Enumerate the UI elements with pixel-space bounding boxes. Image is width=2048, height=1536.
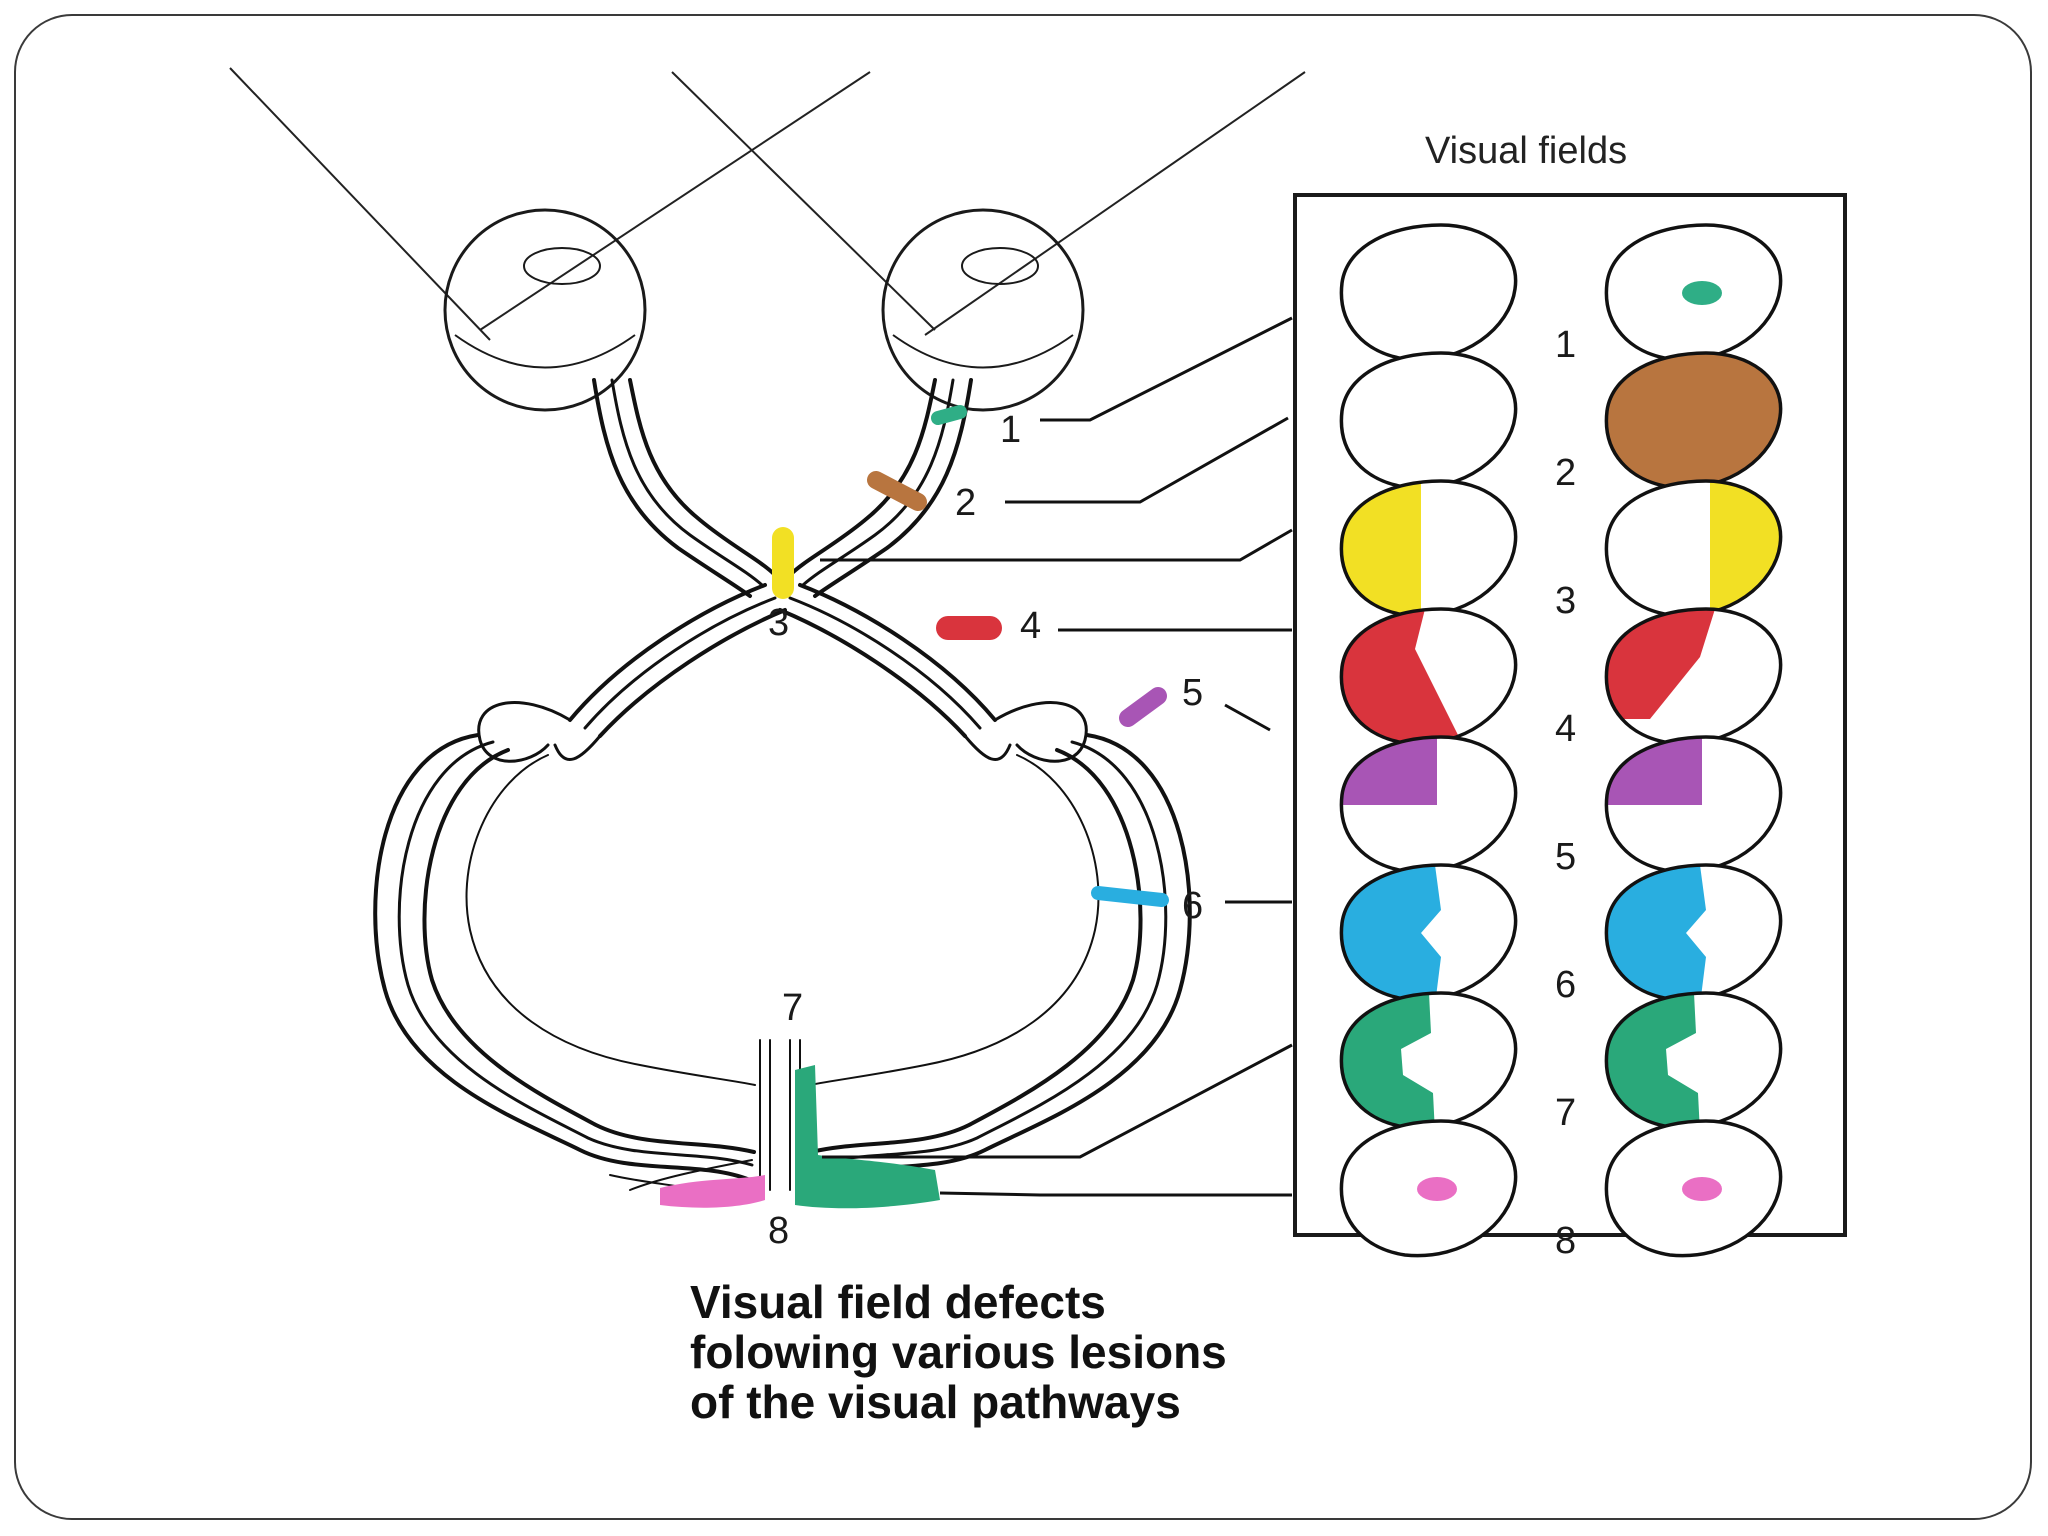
panel-title: Visual fields — [1425, 130, 1627, 172]
lesion-marker-2 — [867, 471, 927, 511]
visual-field-row-label: 7 — [1555, 1092, 1576, 1134]
visual-field-row-8: 8 — [1339, 1119, 1783, 1262]
leader-lines — [820, 316, 1293, 1197]
right-eye-field-4 — [1604, 607, 1783, 746]
visual-field-row-4: 4 — [1339, 607, 1783, 750]
lesion-label-5: 5 — [1182, 672, 1203, 714]
lesion-label-6: 6 — [1182, 885, 1203, 927]
lesion-label-7: 7 — [782, 987, 803, 1029]
field-defect — [1606, 353, 1781, 488]
field-defect — [1606, 993, 1700, 1128]
right-eye-field-6 — [1604, 863, 1783, 1002]
visual-field-row-label: 8 — [1555, 1220, 1576, 1262]
lesion-label-3: 3 — [768, 602, 789, 644]
lesion-labels: 1 2 3 4 5 6 7 8 — [768, 409, 1203, 1252]
lesion-marker-7 — [795, 1065, 940, 1209]
lesion-markers — [660, 405, 1169, 1209]
visual-field-row-label: 6 — [1555, 964, 1576, 1006]
field-defect — [1682, 281, 1722, 305]
visual-field-row-label: 4 — [1555, 708, 1576, 750]
lesion-label-2: 2 — [955, 482, 976, 524]
lesion-marker-1 — [931, 405, 967, 425]
lesion-label-8: 8 — [768, 1210, 789, 1252]
light-rays — [229, 67, 1306, 341]
field-defect — [1341, 993, 1435, 1128]
visual-field-row-label: 1 — [1555, 324, 1576, 366]
right-eye-field-7 — [1604, 991, 1783, 1130]
field-defect — [1682, 1177, 1722, 1201]
lesion-marker-5 — [1119, 687, 1167, 727]
right-eye-field-1 — [1604, 223, 1783, 362]
left-eye-field-3 — [1339, 479, 1518, 618]
field-defect — [1606, 865, 1706, 1000]
left-eye — [443, 208, 647, 412]
visual-field-rows: 1 2 3 4 5 6 7 8 — [1339, 223, 1783, 1262]
right-eye — [881, 208, 1085, 412]
right-eye-field-5 — [1604, 735, 1783, 874]
left-eye-field-7 — [1339, 991, 1518, 1130]
field-defect — [1606, 609, 1715, 719]
caption-line-3: of the visual pathways — [690, 1376, 1181, 1428]
field-defect — [1341, 609, 1465, 744]
caption-line-2: folowing various lesions — [690, 1326, 1227, 1378]
optic-pathways — [373, 378, 1192, 1191]
lesion-marker-8 — [660, 1175, 765, 1208]
field-defect — [1417, 1177, 1457, 1201]
visual-field-row-3: 3 — [1339, 479, 1783, 622]
left-eye-field-8 — [1339, 1119, 1518, 1258]
lesion-marker-6 — [1091, 886, 1169, 907]
visual-field-row-7: 7 — [1339, 991, 1783, 1134]
caption: Visual field defects folowing various le… — [690, 1276, 1227, 1428]
right-eye-field-8 — [1604, 1119, 1783, 1258]
left-eye-field-5 — [1339, 735, 1518, 874]
field-defect — [1341, 865, 1441, 1000]
lesion-label-4: 4 — [1020, 605, 1041, 647]
right-eye-field-3 — [1604, 479, 1783, 618]
visual-field-row-label: 2 — [1555, 452, 1576, 494]
visual-field-row-label: 5 — [1555, 836, 1576, 878]
visual-field-row-label: 3 — [1555, 580, 1576, 622]
visual-field-row-1: 1 — [1339, 223, 1783, 366]
visual-field-row-6: 6 — [1339, 863, 1783, 1006]
visual-field-row-5: 5 — [1339, 735, 1783, 878]
lesion-label-1: 1 — [1000, 409, 1021, 451]
caption-line-1: Visual field defects — [690, 1276, 1106, 1328]
